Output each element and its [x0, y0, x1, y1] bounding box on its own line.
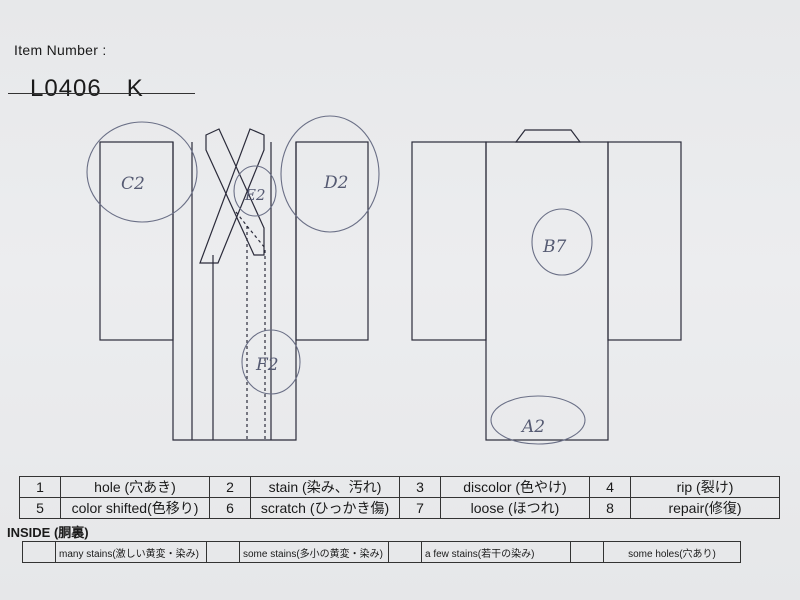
damage-annotation-labels: C2 E2 D2 F2 B7 A2: [121, 173, 566, 437]
annotation-label-e: E2: [244, 186, 266, 204]
legend-row: 1 hole (穴あき) 2 stain (染み、汚れ) 3 discolor …: [19, 476, 780, 498]
annotation-label-a: A2: [520, 417, 545, 437]
inside-section-title: INSIDE (胴裏): [7, 525, 89, 540]
legend-number: 8: [589, 497, 631, 519]
kimono-front-view: [99, 128, 369, 441]
legend-label: color shifted(色移り): [60, 497, 210, 519]
annotation-label-c: C2: [121, 174, 145, 194]
annotation-circle-f: [241, 329, 301, 395]
legend-label: scratch (ひっかき傷): [250, 497, 400, 519]
legend-number: 4: [589, 476, 631, 498]
front-collar-left: [199, 128, 265, 264]
front-dashed-diagonal: [235, 211, 266, 249]
legend-label: loose (ほつれ): [440, 497, 590, 519]
legend-number: 6: [209, 497, 251, 519]
legend-label: repair(修復): [630, 497, 780, 519]
front-left-sleeve: [99, 141, 174, 341]
annotation-circle-b: [531, 208, 593, 276]
legend-number: 3: [399, 476, 441, 498]
back-left-sleeve: [411, 141, 487, 341]
inside-checkbox-cell: [388, 541, 422, 563]
legend-number: 7: [399, 497, 441, 519]
inside-checkbox-cell: [206, 541, 240, 563]
inside-option-label: a few stains(若干の染み): [421, 541, 571, 563]
inside-row: many stains(激しい黄変・染み) some stains(多小の黄変・…: [22, 541, 741, 563]
inside-option-label: many stains(激しい黄変・染み): [55, 541, 207, 563]
annotation-label-f: F2: [255, 355, 279, 375]
front-collar-right: [205, 128, 265, 256]
item-number-value: L0406 K: [30, 75, 144, 102]
legend-number: 1: [19, 476, 61, 498]
item-number-underline: [8, 93, 195, 94]
legend-row: 5 color shifted(色移り) 6 scratch (ひっかき傷) 7…: [19, 497, 780, 519]
annotation-circle-e: [233, 165, 277, 217]
legend-number: 2: [209, 476, 251, 498]
inside-option-label: some stains(多小の黄変・染み): [239, 541, 389, 563]
legend-number: 5: [19, 497, 61, 519]
back-body: [485, 141, 609, 441]
inside-condition-table: many stains(激しい黄変・染み) some stains(多小の黄変・…: [22, 541, 741, 563]
annotation-circle-d: [280, 115, 380, 233]
item-number-label: Item Number :: [14, 42, 107, 58]
annotation-label-b: B7: [542, 237, 566, 257]
inside-option-label: some holes(穴あり): [603, 541, 741, 563]
front-right-sleeve: [295, 141, 369, 341]
front-body: [172, 142, 297, 441]
legend-label: stain (染み、汚れ): [250, 476, 400, 498]
annotation-label-d: D2: [323, 173, 348, 193]
annotation-circle-a: [490, 395, 586, 445]
legend-label: discolor (色やけ): [440, 476, 590, 498]
inside-checkbox-cell: [570, 541, 604, 563]
back-right-sleeve: [607, 141, 682, 341]
kimono-back-view: [411, 129, 682, 441]
back-collar: [514, 129, 582, 143]
legend-label: hole (穴あき): [60, 476, 210, 498]
legend-label: rip (裂け): [630, 476, 780, 498]
damage-legend-table: 1 hole (穴あき) 2 stain (染み、汚れ) 3 discolor …: [19, 476, 780, 519]
inside-checkbox-cell: [22, 541, 56, 563]
damage-annotations: [86, 115, 593, 445]
annotation-circle-c: [86, 121, 198, 223]
